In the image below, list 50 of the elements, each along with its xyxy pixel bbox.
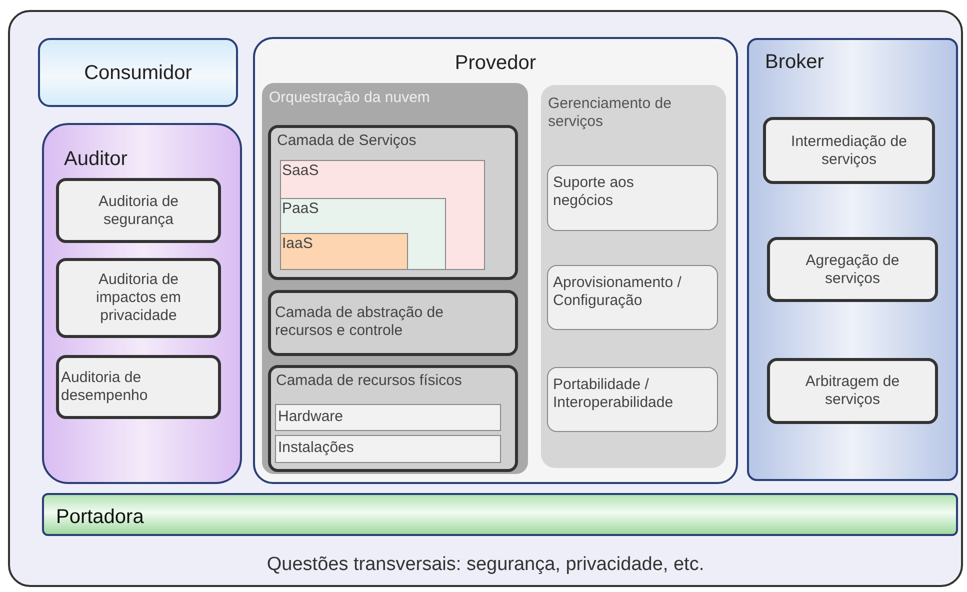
label-text: Consumidor (83, 60, 193, 84)
label-text: SaaS (282, 162, 320, 180)
label-text: PaaS (282, 200, 320, 218)
label-text: IaaS (282, 235, 314, 253)
layer-box (268, 290, 518, 356)
label-text: Suporte aos negócios (553, 174, 635, 210)
resource-box (275, 404, 501, 431)
service-model-box (280, 233, 408, 270)
label-text: Instalações (278, 439, 355, 457)
management-panel (541, 85, 726, 468)
label-text: Camada de Serviços (277, 132, 418, 150)
frame-panel (8, 10, 963, 587)
label-text: Orquestração da nuvem (269, 89, 431, 107)
label-text: Hardware (278, 408, 344, 426)
label-text: Portabilidade / Interoperabilidade (553, 376, 674, 412)
label-text: Auditor (64, 147, 128, 171)
role-activity-box (767, 237, 938, 302)
role-activity-box (56, 178, 221, 243)
role-activity-box (56, 355, 221, 419)
role-activity-box (763, 117, 935, 184)
role-panel (42, 123, 242, 484)
service-box (547, 367, 718, 432)
layer-box (268, 125, 518, 280)
label-text: Auditoria de desempenho (61, 369, 149, 405)
label-text: Aprovisionamento / Configuração (553, 274, 682, 310)
label-text: Camada de abstração de recursos e controle (275, 304, 444, 340)
layer-box (268, 365, 518, 472)
label-text: Camada de recursos físicos (276, 372, 463, 390)
label-text: Intermediação de serviços (790, 132, 908, 168)
service-box (547, 265, 718, 330)
service-box (547, 165, 718, 231)
role-panel (253, 37, 738, 484)
label-text: Arbitragem de serviços (804, 373, 901, 409)
carrier-bar (42, 493, 958, 536)
label-text: Gerenciamento de serviços (548, 95, 672, 131)
label-text: Provedor (454, 51, 538, 75)
role-activity-box (767, 358, 938, 424)
role-box (38, 38, 238, 107)
service-model-box (280, 160, 485, 270)
label-text: Auditoria de segurança (97, 192, 180, 228)
role-activity-box (56, 258, 221, 338)
layer-panel (262, 83, 528, 474)
label-text: Portadora (56, 505, 145, 529)
resource-box (275, 435, 501, 463)
service-model-box (280, 198, 446, 270)
label-text: Agregação de serviços (804, 252, 900, 288)
role-panel (747, 38, 958, 481)
label-text: Questões transversais: segurança, privacidade, etc. (266, 554, 706, 577)
label-text: Broker (765, 50, 825, 74)
label-text: Auditoria de impactos em privacidade (94, 271, 182, 325)
